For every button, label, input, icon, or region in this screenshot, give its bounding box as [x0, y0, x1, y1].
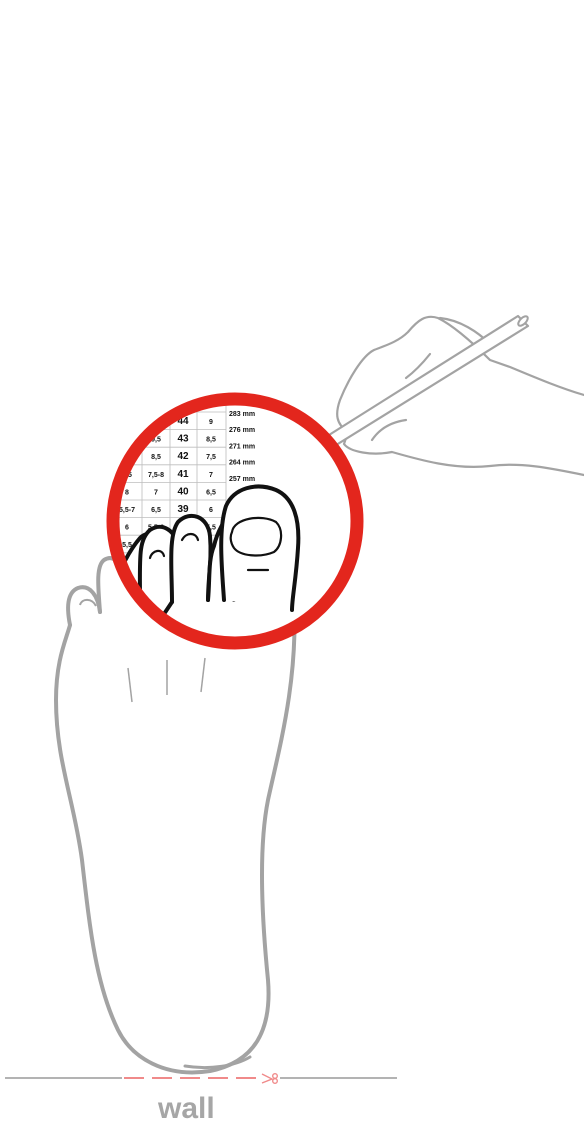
- chart-mm-label: 257 mm: [229, 476, 255, 483]
- chart-cell-us: 7,5-8: [148, 472, 164, 479]
- chart-cell-uk: 8,5: [206, 437, 216, 444]
- chart-cell-eu: 40: [177, 486, 189, 497]
- chart-cell-edge: 8: [125, 489, 129, 496]
- chart-cell-uk: 9: [209, 419, 213, 426]
- chart-cell-eu: 41: [177, 469, 189, 480]
- scissors-icon: [262, 1074, 277, 1084]
- chart-cell-edge: 5,5-7: [119, 507, 135, 514]
- chart-mm-label: 283 mm: [229, 411, 255, 418]
- chart-cell-uk: 7,5: [206, 454, 216, 461]
- foot-crease-lines: [128, 658, 205, 702]
- chart-cell-us: 7: [154, 489, 158, 496]
- chart-mm-label: 264 mm: [229, 460, 255, 467]
- chart-cell-edge: 6: [125, 525, 129, 532]
- chart-cell-uk: 7: [209, 472, 213, 479]
- chart-cell-eu: 43: [177, 434, 189, 445]
- wall-label: wall: [158, 1092, 215, 1126]
- chart-cell-eu: 42: [177, 451, 189, 462]
- chart-cell-us: 8,5: [151, 454, 161, 461]
- hand-icon: [337, 317, 584, 475]
- chart-cell-us: 6,5: [151, 507, 161, 514]
- chart-mm-label: 271 mm: [229, 443, 255, 450]
- chart-cell-eu: 39: [177, 504, 189, 515]
- chart-mm-label: 276 mm: [229, 427, 255, 434]
- chart-cell-uk: 6,5: [206, 489, 216, 496]
- chart-cell-uk: 6: [209, 507, 213, 514]
- toenail-small: [80, 600, 96, 606]
